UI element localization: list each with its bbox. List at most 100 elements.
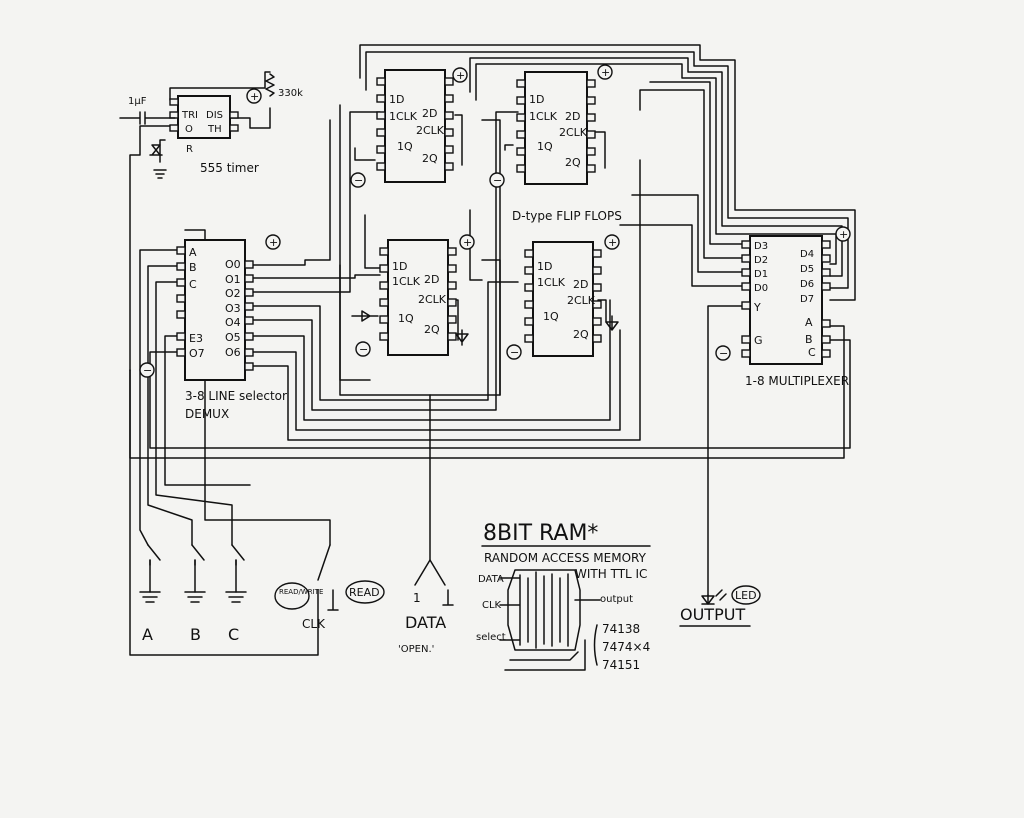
mux-pin-a: A (805, 316, 813, 329)
mux-pin-b: B (805, 333, 813, 346)
mux-pin-d4: D4 (800, 249, 814, 260)
demux-pin-o5: O5 (225, 331, 241, 344)
input-a-label: A (142, 625, 153, 644)
timer-pin-tri: TRI (181, 110, 198, 121)
switch-b-icon (191, 544, 205, 566)
timer-555: TRI O DIS TH R 555 timer 1μF 330k + (119, 73, 303, 179)
data-one-label: 1 (413, 591, 421, 605)
demux-pin-o4: O4 (225, 316, 241, 329)
wiring (129, 44, 856, 656)
mux-pin-d3: D3 (754, 241, 768, 252)
multiplexer-chip: D3 D2 D1 D0 Y G D4 D5 D6 D7 A B C + − 1-… (715, 226, 851, 388)
mux-minus: − (719, 347, 728, 360)
demux-pin-o7: O7 (189, 347, 205, 360)
diode-icon (351, 310, 379, 322)
clk-read-label: READ (349, 586, 380, 599)
led-icon (701, 589, 727, 605)
mux-pin-d6: D6 (800, 279, 814, 290)
title-sub2: WITH TTL IC (575, 567, 647, 581)
ff-mr-2d: 2D (573, 278, 588, 291)
ff-mr-minus: − (510, 346, 519, 359)
title-main: 8BIT RAM* (483, 521, 598, 546)
ff-mr-1q: 1Q (543, 310, 559, 323)
ff-tr-2q: 2Q (565, 156, 581, 169)
mux-pin-c: C (808, 346, 816, 359)
timer-pin-o: O (185, 124, 193, 135)
diode-icon (455, 329, 469, 346)
ff-ml-2q: 2Q (424, 323, 440, 336)
mux-plus: + (839, 228, 848, 241)
ff-tr-1q: 1Q (537, 140, 553, 153)
input-c-label: C (228, 625, 239, 644)
mux-pin-d7: D7 (800, 294, 814, 305)
part-7474x4: 7474×4 (602, 640, 650, 654)
part-74138: 74138 (602, 622, 640, 636)
timer-pin-r: R (186, 144, 193, 155)
led-label: LED (735, 589, 757, 602)
input-b-label: B (190, 625, 201, 644)
capacitor-icon (119, 111, 176, 125)
ff-tr-1clk: 1CLK (529, 110, 558, 123)
ff-ml-2d: 2D (424, 273, 439, 286)
ground-icon (139, 591, 161, 603)
switch-a-icon (147, 544, 161, 566)
mux-pin-d2: D2 (754, 255, 768, 266)
demux-pin-o6: O6 (225, 346, 241, 359)
timer-pin-dis: DIS (206, 110, 223, 121)
ff-tl-minus: − (354, 174, 363, 187)
mini-data-label: DATA (478, 574, 504, 585)
ff-tl-2d: 2D (422, 107, 437, 120)
mux-pin-y: Y (753, 301, 761, 314)
ff-tr-plus: + (601, 66, 610, 79)
ff-ml-2clk: 2CLK (418, 293, 447, 306)
ff-tl-1q: 1Q (397, 140, 413, 153)
flipflop-top-right: 1D 1CLK 1Q 2D 2CLK 2Q + − (489, 64, 613, 188)
title-block: 8BIT RAM* RANDOM ACCESS MEMORY WITH TTL … (476, 521, 651, 672)
demux-pin-c: C (189, 278, 197, 291)
mux-pin-g: G (754, 334, 763, 347)
demux-pin-o1: O1 (225, 273, 241, 286)
timer-label: 555 timer (200, 161, 259, 175)
clk-read-write-label: READ/WRITE (279, 588, 323, 596)
ground-icon (225, 591, 247, 603)
mini-clk-label: CLK (482, 600, 502, 611)
demux-pin-o0: O0 (225, 258, 241, 271)
diode-icon (149, 144, 163, 156)
output-led: LED OUTPUT (679, 585, 761, 627)
ff-tr-minus: − (493, 174, 502, 187)
resistor-icon (265, 73, 275, 97)
mux-label: 1-8 MULTIPLEXER (745, 374, 849, 388)
mini-output-label: output (600, 594, 633, 605)
ff-tr-2d: 2D (565, 110, 580, 123)
ff-mr-2q: 2Q (573, 328, 589, 341)
ff-tl-2clk: 2CLK (416, 124, 445, 137)
ff-ml-plus: + (463, 236, 472, 249)
ff-ml-1clk: 1CLK (392, 275, 421, 288)
mux-pin-d1: D1 (754, 269, 768, 280)
flipflop-mid-right: 1D 1CLK 1Q 2D 2CLK 2Q + − (506, 234, 620, 360)
ground-icon (153, 169, 167, 179)
timer-resistor-value: 330k (278, 88, 303, 99)
demux-pin-e3: E3 (189, 332, 203, 345)
timer-plus: + (250, 90, 259, 103)
ff-tl-1clk: 1CLK (389, 110, 418, 123)
demux-pin-o2: O2 (225, 287, 241, 300)
timer-cap-value: 1μF (128, 96, 147, 107)
diode-icon (605, 315, 619, 331)
mux-pin-d0: D0 (754, 283, 768, 294)
output-label: OUTPUT (680, 605, 745, 624)
ground-icon (184, 591, 206, 603)
ff-mr-2clk: 2CLK (567, 294, 596, 307)
flipflop-top-left: 1D 1CLK 1Q 2D 2CLK 2Q + − (350, 67, 468, 188)
mini-select-label: select (476, 632, 506, 643)
ff-mr-plus: + (608, 236, 617, 249)
switch-data-icon (414, 559, 454, 606)
ff-group-label: D-type FLIP FLOPS (512, 209, 622, 223)
demux-chip: A B C E3 O7 O0 O1 O2 O3 O4 O5 O6 + − 3-8… (139, 234, 287, 421)
ff-tr-1d: 1D (529, 93, 544, 106)
demux-pin-a: A (189, 246, 197, 259)
switch-c-icon (231, 544, 245, 566)
title-sub1: RANDOM ACCESS MEMORY (484, 551, 647, 565)
input-switches: A B C READ/WRITE READ CLK 1 DATA 'OPEN.' (139, 544, 454, 655)
